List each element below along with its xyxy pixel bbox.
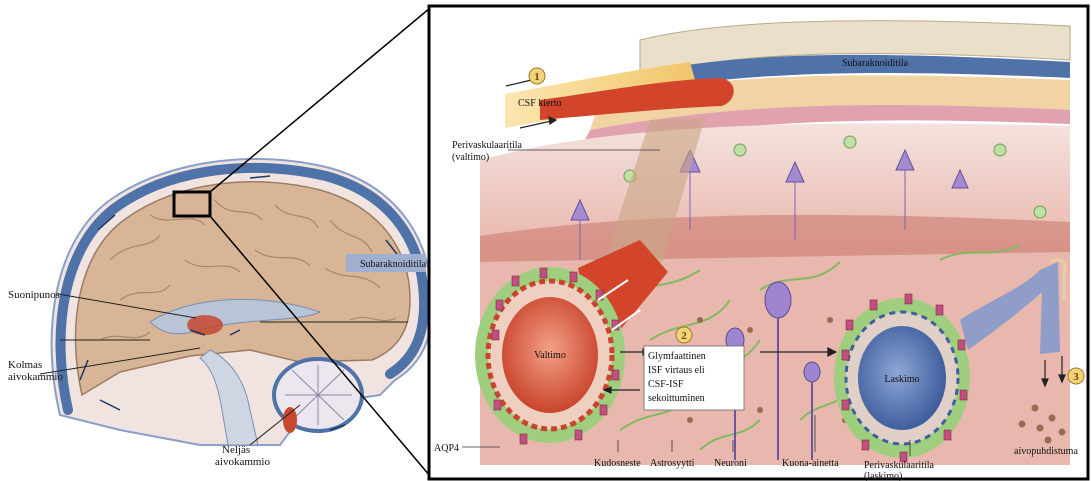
step-badge-2: 2 xyxy=(676,327,692,343)
label-valtimo: Valtimo xyxy=(534,350,566,361)
label-neljas-aivokammio-1: Neljäs xyxy=(222,444,250,456)
svg-text:1: 1 xyxy=(534,71,540,83)
label-kolmas-aivokammio-2: aivokammio xyxy=(8,371,63,383)
label-aivopuhdistuma: aivopuhdistuma xyxy=(1014,446,1078,457)
label-glymfaattinen-2: ISF virtaus eli xyxy=(648,365,705,376)
label-csf-kierto: CSF kierto xyxy=(518,98,562,109)
label-kuona-ainetta: Kuona-ainetta xyxy=(782,458,839,469)
label-aqp4: AQP4 xyxy=(434,443,459,454)
label-subaraknoiditila-right: Subaraknoiditila xyxy=(842,58,909,69)
step-badge-1: 1 xyxy=(529,68,545,84)
svg-text:2: 2 xyxy=(681,330,687,342)
label-kolmas-aivokammio-1: Kolmas xyxy=(8,359,42,371)
label-perivaskulaaritila-valtimo-2: (valtimo) xyxy=(452,152,489,163)
label-glymfaattinen-3: CSF-ISF xyxy=(648,379,684,390)
label-astrosyytti: Astrosyytti xyxy=(650,458,695,469)
label-perivaskulaaritila-laskimo-1: Perivaskulaaritila xyxy=(864,460,935,471)
label-suonipunos: Suonipunos xyxy=(8,289,60,301)
label-perivaskulaaritila-valtimo-1: Perivaskulaaritila xyxy=(452,140,523,151)
label-laskimo: Laskimo xyxy=(885,374,920,385)
label-kudosneste: Kudosneste xyxy=(594,458,641,469)
step-badge-3: 3 xyxy=(1068,368,1084,384)
label-neuroni: Neuroni xyxy=(714,458,747,469)
label-glymfaattinen-4: sekoittuminen xyxy=(648,393,705,404)
label-subaraknoiditila-left: Subaraknoiditila xyxy=(360,259,427,270)
glymphatic-illustration xyxy=(475,21,1070,465)
label-neljas-aivokammio-2: aivokammio xyxy=(215,456,270,468)
brain-sagittal-illustration xyxy=(52,8,433,476)
svg-text:3: 3 xyxy=(1073,371,1079,383)
label-perivaskulaaritila-laskimo-2: (laskimo) xyxy=(864,471,902,481)
label-glymfaattinen-1: Glymfaattinen xyxy=(648,351,706,362)
